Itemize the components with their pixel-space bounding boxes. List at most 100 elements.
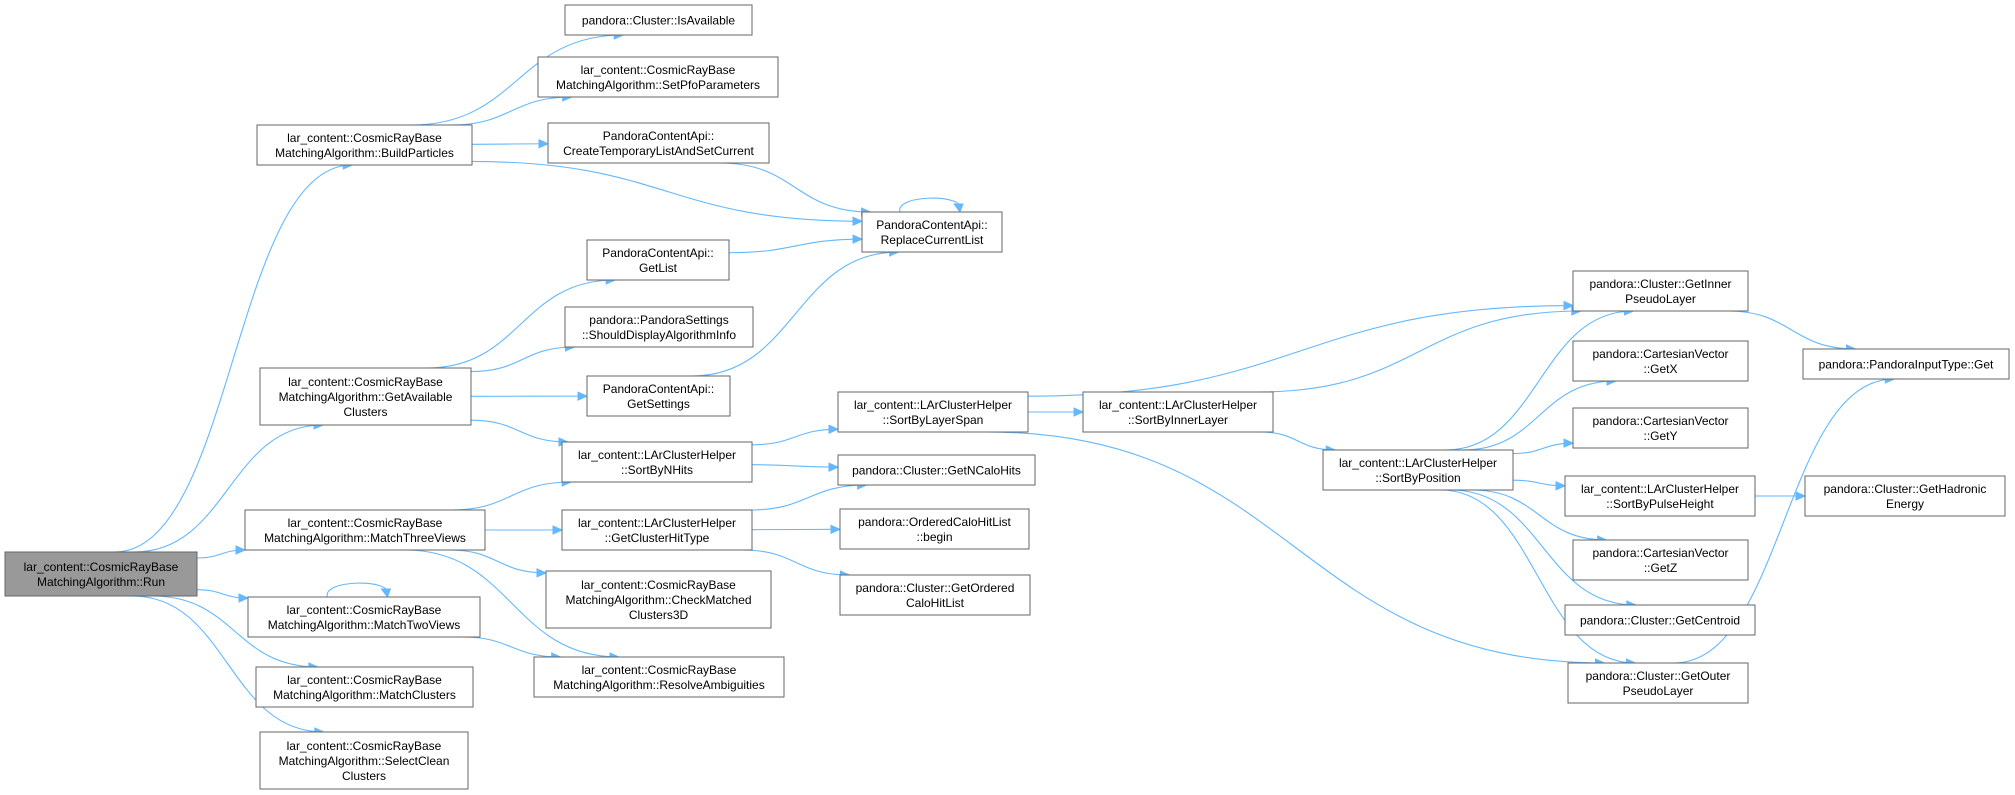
- node-label-line: ::ShouldDisplayAlgorithmInfo: [582, 328, 736, 342]
- node-replace-list[interactable]: PandoraContentApi::ReplaceCurrentList: [861, 211, 1003, 253]
- node-box: [1572, 539, 1749, 581]
- node-get-x[interactable]: pandora::CartesianVector::GetX: [1572, 340, 1749, 382]
- node-label-line: pandora::Cluster::GetNCaloHits: [852, 464, 1021, 478]
- node-box: [1572, 270, 1749, 312]
- edge-sortByNHits-to-getNCaloHits: [751, 462, 840, 472]
- node-label-line: lar_content::LArClusterHelper: [578, 448, 736, 462]
- edge-sortByLayerSpan-to-getInner: [1027, 300, 1575, 397]
- edge-replaceList-to-replaceList: [899, 197, 964, 214]
- node-get-z[interactable]: pandora::CartesianVector::GetZ: [1572, 539, 1749, 581]
- node-label-line: pandora::Cluster::IsAvailable: [582, 14, 736, 28]
- node-begin[interactable]: pandora::OrderedCaloHitList::begin: [839, 508, 1030, 550]
- node-label-line: lar_content::CosmicRayBase: [287, 131, 442, 145]
- node-label-line: lar_content::CosmicRayBase: [287, 603, 442, 617]
- edge-sortByPulse-to-getHadronic: [1755, 491, 1807, 501]
- node-box: [537, 56, 779, 98]
- node-match-three[interactable]: lar_content::CosmicRayBaseMatchingAlgori…: [244, 509, 486, 551]
- node-label-line: Clusters: [343, 405, 387, 419]
- node-box: [561, 509, 753, 551]
- node-select-clean[interactable]: lar_content::CosmicRayBaseMatchingAlgori…: [259, 731, 469, 790]
- edge-buildParticles-to-replaceList: [471, 160, 864, 227]
- node-box: [545, 570, 772, 629]
- node-label-line: PandoraContentApi::: [876, 218, 987, 232]
- node-label-line: pandora::Cluster::GetHadronic: [1824, 482, 1987, 496]
- node-input-type-get[interactable]: pandora::PandoraInputType::Get: [1802, 348, 2010, 380]
- node-label-line: lar_content::LArClusterHelper: [578, 516, 736, 530]
- node-get-cluster-hit-type[interactable]: lar_content::LArClusterHelper::GetCluste…: [561, 509, 753, 551]
- node-resolve-amb[interactable]: lar_content::CosmicRayBaseMatchingAlgori…: [533, 656, 785, 698]
- node-box: [564, 306, 754, 348]
- node-match-two[interactable]: lar_content::CosmicRayBaseMatchingAlgori…: [247, 596, 481, 638]
- node-match-clusters[interactable]: lar_content::CosmicRayBaseMatchingAlgori…: [255, 666, 474, 708]
- node-get-n-calo-hits[interactable]: pandora::Cluster::GetNCaloHits: [837, 454, 1036, 486]
- node-label-line: pandora::PandoraInputType::Get: [1819, 358, 1994, 372]
- node-box: [256, 124, 473, 166]
- node-label-line: MatchingAlgorithm::CheckMatched: [565, 593, 751, 607]
- node-run[interactable]: lar_content::CosmicRayBaseMatchingAlgori…: [4, 551, 198, 597]
- node-label-line: MatchingAlgorithm::SetPfoParameters: [556, 78, 760, 92]
- edge-sortByNHits-to-sortByLayerSpan: [751, 424, 840, 446]
- node-label-line: ::GetX: [1643, 362, 1677, 376]
- node-label-line: MatchingAlgorithm::MatchClusters: [273, 688, 456, 702]
- node-get-available[interactable]: lar_content::CosmicRayBaseMatchingAlgori…: [259, 367, 472, 426]
- node-label-line: lar_content::CosmicRayBase: [288, 375, 443, 389]
- node-box: [247, 596, 481, 638]
- node-label-line: Clusters: [342, 769, 386, 783]
- node-label-line: ::SortByPosition: [1375, 471, 1460, 485]
- node-sort-by-layer-span[interactable]: lar_content::LArClusterHelper::SortByLay…: [837, 391, 1029, 433]
- node-label-line: lar_content::CosmicRayBase: [287, 673, 442, 687]
- edge-sortByLayerSpan-to-sortByInnerLayer: [1028, 407, 1085, 417]
- node-label-line: ::SortByLayerSpan: [883, 413, 984, 427]
- node-label-line: lar_content::LArClusterHelper: [1099, 398, 1257, 412]
- node-label-line: PandoraContentApi::: [603, 382, 714, 396]
- node-check-matched[interactable]: lar_content::CosmicRayBaseMatchingAlgori…: [545, 570, 772, 629]
- node-sort-by-inner-layer[interactable]: lar_content::LArClusterHelper::SortByInn…: [1082, 391, 1274, 433]
- node-get-y[interactable]: pandora::CartesianVector::GetY: [1572, 407, 1749, 449]
- node-create-temp[interactable]: PandoraContentApi::CreateTemporaryListAn…: [547, 122, 770, 164]
- edge-buildParticles-to-setPfo: [450, 92, 573, 126]
- edge-sortByPosition-to-getY: [1512, 438, 1575, 455]
- node-label-line: pandora::PandoraSettings: [589, 313, 728, 327]
- node-get-settings[interactable]: PandoraContentApi::GetSettings: [586, 375, 731, 417]
- edge-createTemp-to-replaceList: [719, 162, 872, 217]
- node-label-line: pandora::OrderedCaloHitList: [858, 515, 1011, 529]
- node-box: [1322, 449, 1514, 491]
- node-label-line: MatchingAlgorithm::BuildParticles: [275, 146, 454, 160]
- node-label-line: ::begin: [916, 530, 952, 544]
- edge-getClusterHitType-to-begin: [751, 524, 842, 535]
- node-box: [586, 375, 731, 417]
- node-sort-by-position[interactable]: lar_content::LArClusterHelper::SortByPos…: [1322, 449, 1514, 491]
- nodes-layer: lar_content::CosmicRayBaseMatchingAlgori…: [4, 4, 2010, 790]
- node-box: [1564, 475, 1756, 517]
- node-label-line: MatchingAlgorithm::GetAvailable: [279, 390, 453, 404]
- node-label-line: lar_content::CosmicRayBase: [581, 63, 736, 77]
- node-label-line: pandora::Cluster::GetOuter: [1586, 669, 1731, 683]
- node-label-line: pandora::Cluster::GetOrdered: [856, 581, 1015, 595]
- node-set-pfo[interactable]: lar_content::CosmicRayBaseMatchingAlgori…: [537, 56, 779, 98]
- node-box: [1564, 604, 1756, 636]
- node-should-display[interactable]: pandora::PandoraSettings::ShouldDisplayA…: [564, 306, 754, 348]
- node-box: [255, 666, 474, 708]
- node-get-list[interactable]: PandoraContentApi::GetList: [586, 239, 730, 281]
- edge-run-to-matchTwo: [196, 589, 250, 603]
- node-label-line: ::GetZ: [1644, 561, 1677, 575]
- node-label-line: PandoraContentApi::: [603, 129, 714, 143]
- node-label-line: GetSettings: [627, 397, 690, 411]
- node-get-centroid[interactable]: pandora::Cluster::GetCentroid: [1564, 604, 1756, 636]
- edge-getAvailable-to-sortByNHits: [470, 419, 570, 447]
- node-label-line: lar_content::LArClusterHelper: [854, 398, 1012, 412]
- node-label-line: Clusters3D: [629, 608, 689, 622]
- node-is-available[interactable]: pandora::Cluster::IsAvailable: [564, 4, 753, 36]
- node-label-line: MatchingAlgorithm::SelectClean: [279, 754, 450, 768]
- node-label-line: MatchingAlgorithm::ResolveAmbiguities: [553, 678, 764, 692]
- edge-getAvailable-to-getSettings: [470, 391, 589, 401]
- node-label-line: lar_content::LArClusterHelper: [1581, 482, 1739, 496]
- node-sort-by-pulse[interactable]: lar_content::LArClusterHelper::SortByPul…: [1564, 475, 1756, 517]
- node-build-particles[interactable]: lar_content::CosmicRayBaseMatchingAlgori…: [256, 124, 473, 166]
- node-sort-by-n-hits[interactable]: lar_content::LArClusterHelper::SortByNHi…: [561, 441, 753, 483]
